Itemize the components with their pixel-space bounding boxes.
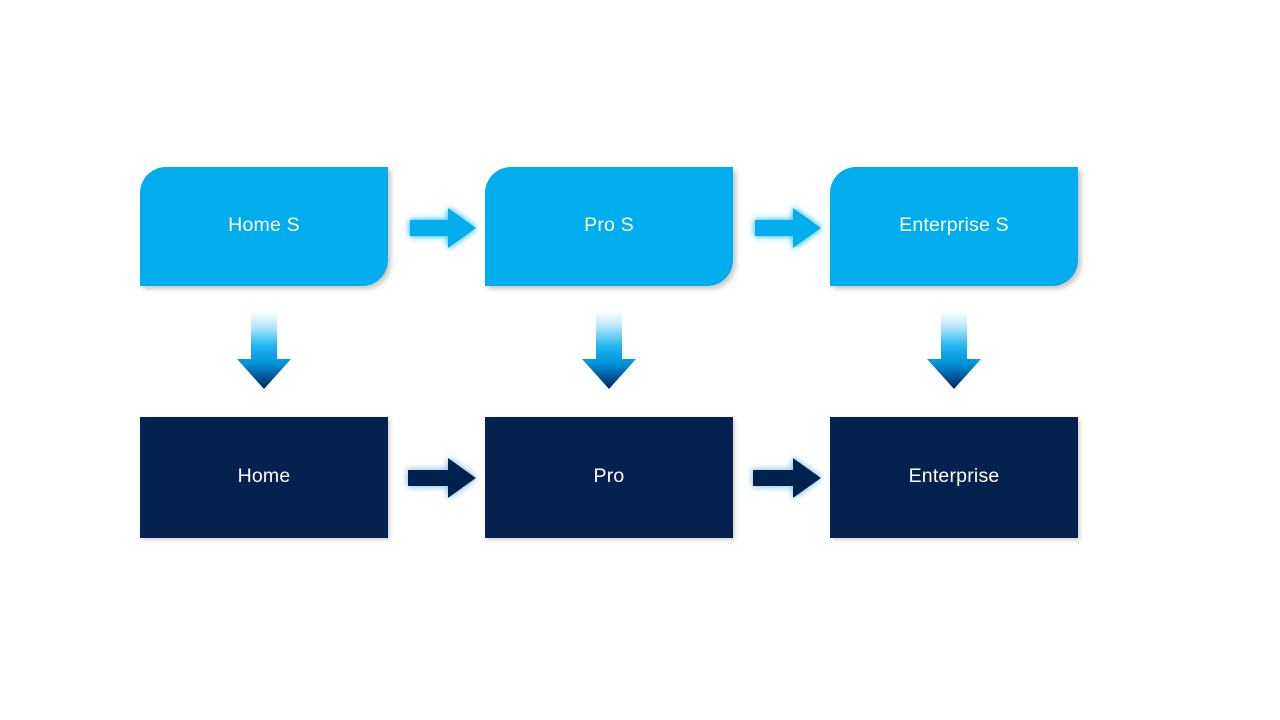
arrow-right-pro-to-enterprise [747, 454, 825, 502]
arrow-right-icon [410, 208, 476, 248]
arrow-right-icon [755, 208, 821, 248]
node-label: Home S [228, 213, 300, 236]
node-enterprise-s[interactable]: Enterprise S [830, 167, 1078, 286]
node-enterprise[interactable]: Enterprise [830, 417, 1078, 538]
arrow-down-icon [237, 311, 291, 389]
node-label: Enterprise S [899, 213, 1009, 236]
arrow-right-icon [753, 458, 821, 498]
arrow-right-icon [408, 458, 476, 498]
node-pro-s[interactable]: Pro S [485, 167, 733, 286]
arrow-right-pro-s-to-enterprise-s [751, 205, 825, 251]
node-label: Home [237, 464, 291, 487]
arrow-right-home-to-pro [402, 454, 480, 502]
arrow-down-pro-s-to-pro [576, 307, 642, 393]
arrow-down-icon [927, 311, 981, 389]
node-pro[interactable]: Pro [485, 417, 733, 538]
node-label: Pro [593, 464, 625, 487]
arrow-down-home-s-to-home [231, 307, 297, 393]
arrow-down-enterprise-s-to-enterprise [921, 307, 987, 393]
node-home[interactable]: Home [140, 417, 388, 538]
node-home-s[interactable]: Home S [140, 167, 388, 286]
node-label: Enterprise [908, 464, 1000, 487]
arrow-down-icon [582, 311, 636, 389]
arrow-right-home-s-to-pro-s [406, 205, 480, 251]
node-label: Pro S [584, 213, 634, 236]
